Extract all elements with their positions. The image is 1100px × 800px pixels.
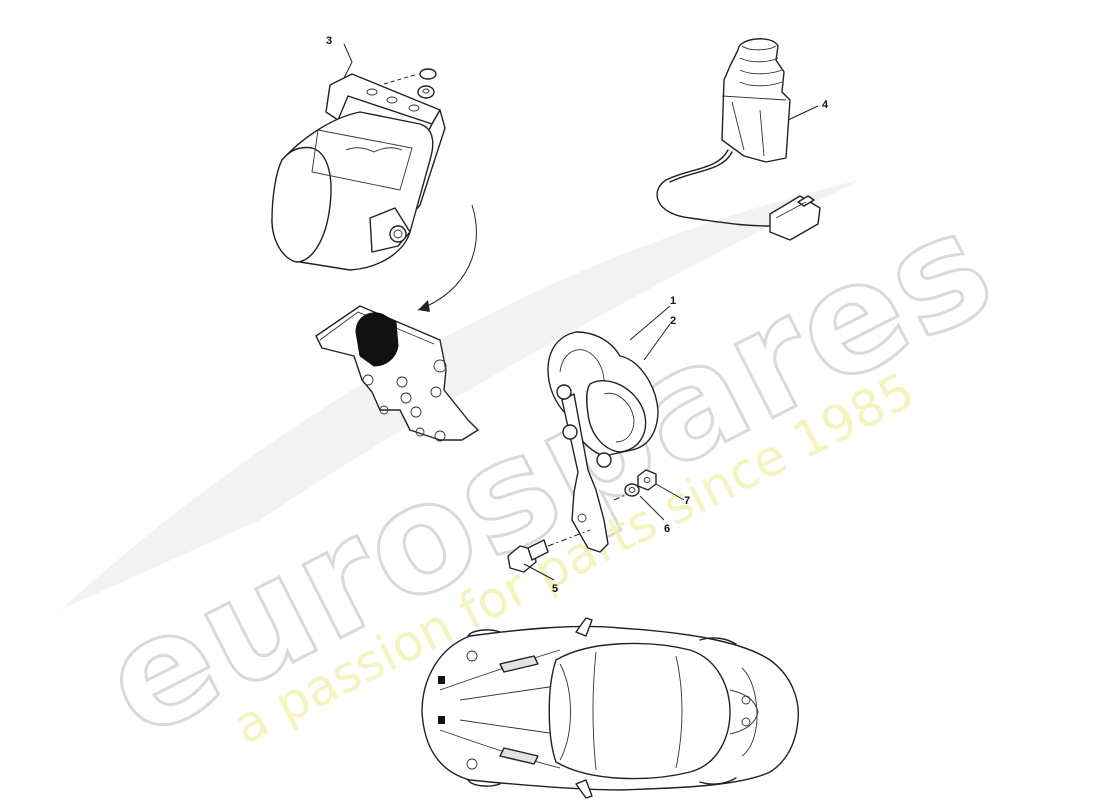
mounting-plate-icon	[315, 305, 479, 442]
horn-icon	[547, 331, 659, 553]
callout-3: 3	[326, 35, 332, 47]
callout-7: 7	[684, 495, 690, 507]
callout-4: 4	[822, 99, 829, 111]
install-arrow-icon	[417, 204, 477, 312]
horn-switch-icon	[656, 38, 821, 241]
bolt-icon	[507, 539, 549, 573]
callout-6: 6	[664, 523, 670, 535]
callout-2: 2	[670, 315, 676, 327]
security-sounder-icon	[271, 68, 446, 271]
callout-1: 1	[670, 295, 676, 307]
leader-lines	[343, 43, 819, 581]
watermark-swoosh	[60, 180, 860, 610]
callout-5: 5	[552, 583, 558, 595]
car-topview-icon	[421, 617, 799, 799]
washer-icon	[624, 483, 640, 497]
